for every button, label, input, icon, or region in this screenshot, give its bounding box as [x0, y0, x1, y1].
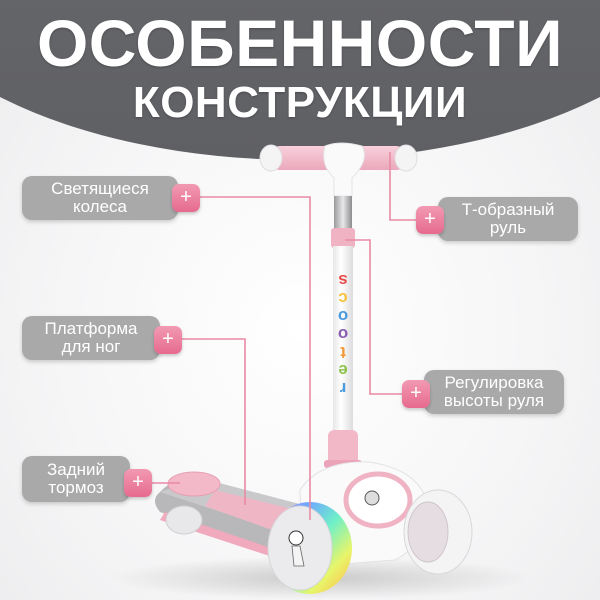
plus-button-foot-platform[interactable]: +: [154, 326, 182, 354]
label-t-handlebar: Т-образный руль: [438, 197, 578, 241]
label-line-1: Светящиеся: [51, 179, 149, 198]
label-line-2: тормоз: [48, 478, 104, 497]
label-line-2: руль: [489, 218, 527, 237]
line-foot-platform: [180, 338, 246, 505]
title-line-2: КОНСТРУКЦИИ: [132, 78, 468, 127]
plus-button-glowing-wheels[interactable]: +: [172, 184, 200, 212]
label-line-1: Платформа: [44, 319, 138, 338]
label-line-2: колеса: [72, 197, 128, 216]
svg-text:t: t: [340, 343, 346, 362]
plus-button-height-adjust[interactable]: +: [402, 380, 430, 408]
svg-text:o: o: [338, 307, 348, 326]
line-glowing-wheels: [190, 196, 311, 520]
label-glowing-wheels: Светящиеся колеса: [22, 176, 178, 220]
label-line-1: Т-образный: [461, 200, 555, 219]
header-banner: [0, 0, 600, 160]
handlebar: [259, 142, 418, 197]
title-line-1: ОСОБЕННОСТИ: [36, 6, 564, 80]
svg-text:e: e: [338, 361, 347, 380]
label-line-2: высоты руля: [443, 391, 545, 410]
label-line-1: Задний: [46, 460, 106, 479]
svg-text:r: r: [339, 379, 346, 398]
label-foot-platform: Платформа для ног: [22, 316, 160, 360]
svg-text:s: s: [338, 271, 347, 290]
label-height-adjust: Регулировка высоты руля: [424, 370, 564, 414]
label-line-2: для ног: [61, 337, 121, 356]
svg-text:o: o: [338, 325, 348, 344]
plus-button-rear-brake[interactable]: +: [124, 469, 152, 497]
right-front-wheel: [403, 489, 473, 575]
label-line-1: Регулировка: [444, 373, 544, 392]
line-t-handlebar: [389, 152, 428, 221]
label-rear-brake: Задний тормоз: [22, 456, 130, 502]
plus-button-t-handlebar[interactable]: +: [416, 206, 444, 234]
svg-text:c: c: [338, 289, 347, 308]
glowing-wheel: [267, 502, 352, 594]
line-height-adjust: [345, 239, 414, 395]
